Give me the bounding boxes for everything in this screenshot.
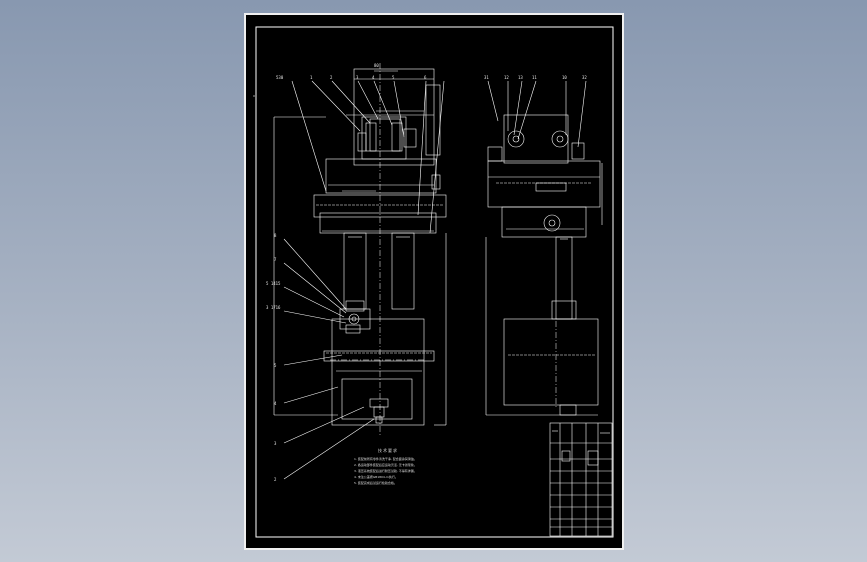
- callout-left-8: 2: [274, 477, 277, 482]
- notes-title: 技术要求: [378, 448, 398, 453]
- assembly-drawing: 80 8 7 5 1415 3 1716 5 4 3 2 530 1 2 3 4…: [253, 26, 614, 538]
- right-column: [391, 232, 415, 310]
- callout-top-side-5: 10: [562, 75, 567, 80]
- note-line-2: 2. 各运动部件装配后应运动灵活, 无卡滞现象。: [354, 463, 417, 467]
- callout-top-front-3: 2: [330, 75, 333, 80]
- upper-plate: [325, 158, 437, 194]
- callout-top-side-4: 11: [532, 75, 537, 80]
- leaders-top-side: [487, 80, 587, 148]
- callout-top-front-7: 6: [424, 75, 427, 80]
- callout-top-front-1: 530: [276, 75, 284, 80]
- note-line-4: 4. 未注公差按GB1804-m执行。: [354, 475, 398, 479]
- callout-left-1: 8: [274, 233, 277, 238]
- lower-housing: [331, 318, 425, 426]
- callout-left-2: 7: [274, 257, 277, 262]
- title-block: [549, 422, 613, 537]
- callout-top-side-2: 12: [504, 75, 509, 80]
- side-upper-plate: [487, 160, 601, 208]
- side-crossbeam: [501, 206, 587, 238]
- callout-left-6: 4: [274, 401, 277, 406]
- note-line-3: 3. 液压系统装配后进行耐压试验, 不得有渗漏。: [354, 469, 417, 473]
- drawing-border: [255, 26, 614, 538]
- note-line-5: 5. 装配完成后试运行检验合格。: [354, 481, 397, 485]
- note-line-1: 1. 装配前所有零件清洗干净, 配合面涂润滑油。: [354, 457, 417, 461]
- callout-top-side-1: 31: [484, 75, 489, 80]
- callout-top-side-3: 13: [518, 75, 523, 80]
- callout-left-4: 3 1716: [266, 305, 281, 310]
- side-lower-housing: [503, 318, 599, 406]
- callout-top-front-6: 5: [392, 75, 395, 80]
- callout-top-front-4: 3: [356, 75, 359, 80]
- side-column: [555, 236, 573, 320]
- callout-left-5: 5: [274, 363, 277, 368]
- callout-left-7: 3: [274, 441, 277, 446]
- dimension-label: 80: [374, 63, 379, 68]
- callout-top-front-5: 4: [372, 75, 375, 80]
- technical-notes: 技术要求 1. 装配前所有零件清洗干净, 配合面涂润滑油。 2. 各运动部件装配…: [354, 448, 422, 486]
- motor-housing: [353, 68, 435, 166]
- leaders-top-front: [291, 80, 445, 234]
- drawing-sheet: 80 8 7 5 1415 3 1716 5 4 3 2 530 1 2 3 4…: [244, 13, 624, 550]
- callout-top-side-6: 32: [582, 75, 587, 80]
- callout-top-front-2: 1: [310, 75, 313, 80]
- left-column: [343, 232, 367, 310]
- side-motor-housing: [503, 114, 569, 164]
- callout-left-3: 5 1415: [266, 281, 281, 286]
- leaders-left: [283, 238, 375, 480]
